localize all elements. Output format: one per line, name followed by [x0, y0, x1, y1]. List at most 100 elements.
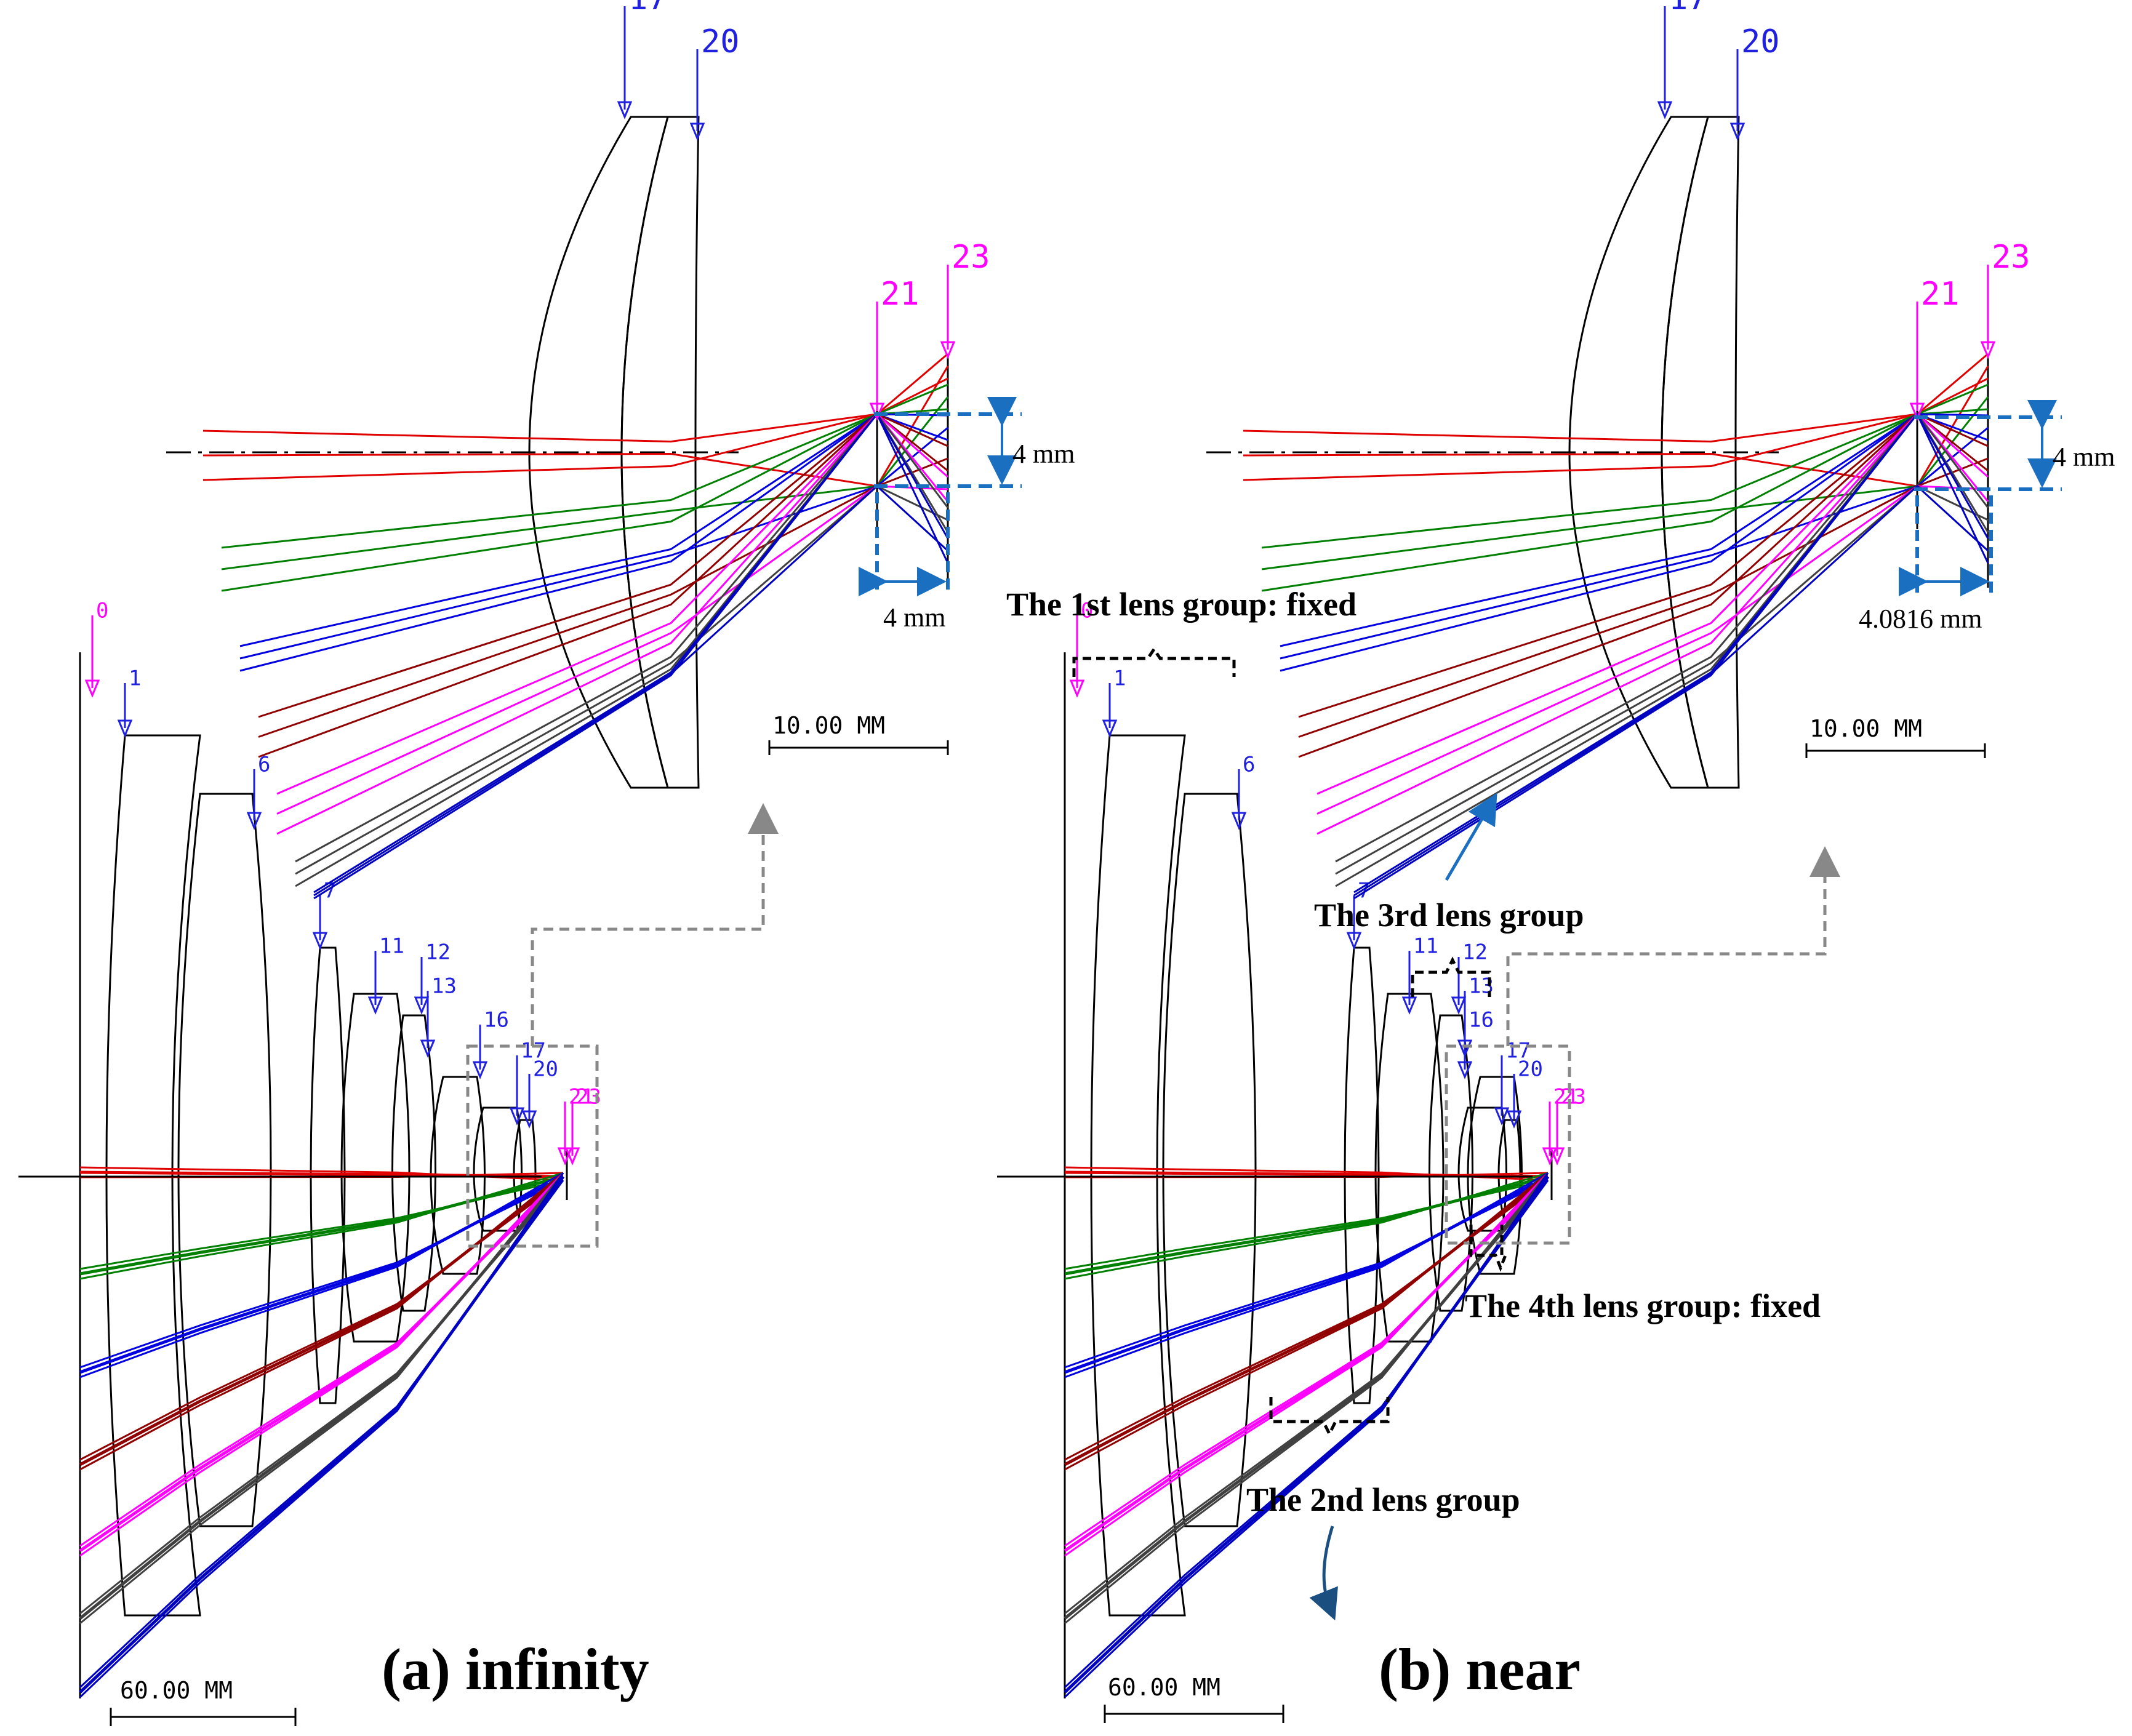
surface-number: 23	[1992, 239, 2030, 276]
surface-number: 20	[533, 1057, 558, 1081]
surface-number: 1	[1113, 666, 1126, 690]
surface-number: 20	[1741, 23, 1780, 60]
surface-marker: 12	[1451, 940, 1488, 1015]
surface-marker: 12	[414, 940, 451, 1015]
ray-bundle	[79, 1175, 564, 1276]
surface-number: 6	[258, 752, 270, 777]
surface-number: 12	[1462, 940, 1488, 964]
ray	[295, 485, 948, 875]
surface-marker: 11	[1401, 934, 1438, 1015]
surface-number: 21	[1921, 276, 1960, 313]
surface-marker: 21	[869, 276, 920, 421]
ray	[221, 408, 948, 592]
ray-bundle	[79, 1172, 564, 1378]
surface-marker: 23	[1549, 1084, 1586, 1166]
ray	[258, 413, 948, 758]
surface-marker: 13	[420, 974, 457, 1058]
main-scale-bar: 60.00 MM	[1104, 1674, 1284, 1723]
surface-marker: 6	[246, 752, 270, 830]
ray	[1243, 377, 1989, 481]
surface-number: 17	[628, 0, 667, 17]
ray	[258, 457, 948, 738]
group2-bracket	[1269, 1397, 1390, 1438]
ray	[239, 413, 948, 672]
surface-number: 11	[1413, 934, 1438, 958]
ray	[239, 426, 948, 660]
ray-bundle	[79, 1172, 564, 1471]
zoom-guide-arrow	[531, 803, 779, 1046]
ray	[295, 412, 949, 887]
surface-marker: 11	[367, 934, 404, 1015]
group4-bracket	[1469, 1225, 1508, 1272]
group1-bracket	[1072, 646, 1236, 677]
ray	[202, 353, 948, 443]
panel-caption: (a) infinity	[382, 1636, 649, 1702]
lens-element	[310, 946, 346, 1404]
inset-scale-bar: 10.00 MM	[1805, 715, 1986, 758]
ray-bundle	[79, 1179, 564, 1461]
ray-bundle	[1064, 1172, 1549, 1471]
inset-dimensions: 4 mm 4 mm	[859, 397, 1075, 633]
surface-number: 1	[129, 666, 141, 690]
ray-bundle	[79, 1175, 564, 1620]
ray	[1261, 383, 1989, 549]
group3-label: The 3rd lens group	[1314, 897, 1584, 934]
surface-number: 20	[1518, 1057, 1543, 1081]
ray-bundle	[1064, 1180, 1549, 1615]
surface-number: 6	[1243, 752, 1255, 777]
surface-marker: 6	[1231, 752, 1255, 830]
panel-caption: (b) near	[1379, 1636, 1581, 1702]
main-scale-bar: 60.00 MM	[110, 1677, 297, 1726]
lens-element	[391, 1014, 436, 1312]
ray	[239, 413, 948, 647]
ray-bundle	[1064, 1172, 1549, 1280]
inset-scale-bar: 10.00 MM	[768, 712, 949, 755]
lens-element	[620, 116, 700, 789]
ray-bundle	[1064, 1172, 1549, 1557]
inset-zoom-view: 17 20 21 23	[1206, 0, 2030, 900]
ray	[313, 484, 949, 897]
surface-number: 13	[431, 974, 457, 998]
ray-bundle	[79, 1172, 564, 1698]
ray	[1353, 484, 1989, 897]
surface-marker: 21	[1909, 276, 1960, 421]
ray	[1298, 457, 1989, 738]
surface-marker: 23	[1980, 239, 2030, 359]
group1-label: The 1st lens group: fixed	[1006, 586, 1357, 623]
surface-marker: 1	[1102, 666, 1126, 738]
surface-marker: 20	[1506, 1057, 1543, 1129]
ray-bundle	[79, 1172, 564, 1625]
ray	[276, 485, 948, 815]
surface-marker: 0	[84, 598, 108, 698]
group3-bracket	[1411, 956, 1491, 997]
ray-bundle	[79, 1172, 564, 1280]
surface-marker: 16	[472, 1007, 509, 1079]
ray	[1335, 412, 1989, 863]
surface-number: 11	[379, 934, 404, 958]
ray	[1335, 412, 1989, 887]
zoom-guide-arrow	[1506, 846, 1840, 1046]
lens-element	[1374, 993, 1445, 1343]
ray	[1316, 412, 1989, 795]
surface-number: 21	[881, 276, 920, 313]
inset-height-label: 4 mm	[1012, 439, 1075, 469]
ray-bundle	[1064, 1172, 1549, 1378]
surface-number: 20	[701, 23, 740, 60]
surface-marker: 17	[1657, 0, 1707, 119]
ray	[258, 413, 948, 718]
lens-element	[430, 1076, 486, 1275]
ray	[1353, 412, 1989, 894]
surface-number: 17	[1669, 0, 1707, 17]
lens-element	[1429, 1014, 1473, 1312]
surface-number: 16	[484, 1007, 509, 1032]
inset-height-label: 4 mm	[2053, 442, 2115, 472]
ray	[1353, 412, 1989, 900]
surface-number: 12	[425, 940, 451, 964]
surface-marker: 20	[689, 23, 740, 141]
ray	[1280, 413, 1989, 647]
ray	[202, 377, 948, 481]
surface-number: 16	[1469, 1007, 1494, 1032]
